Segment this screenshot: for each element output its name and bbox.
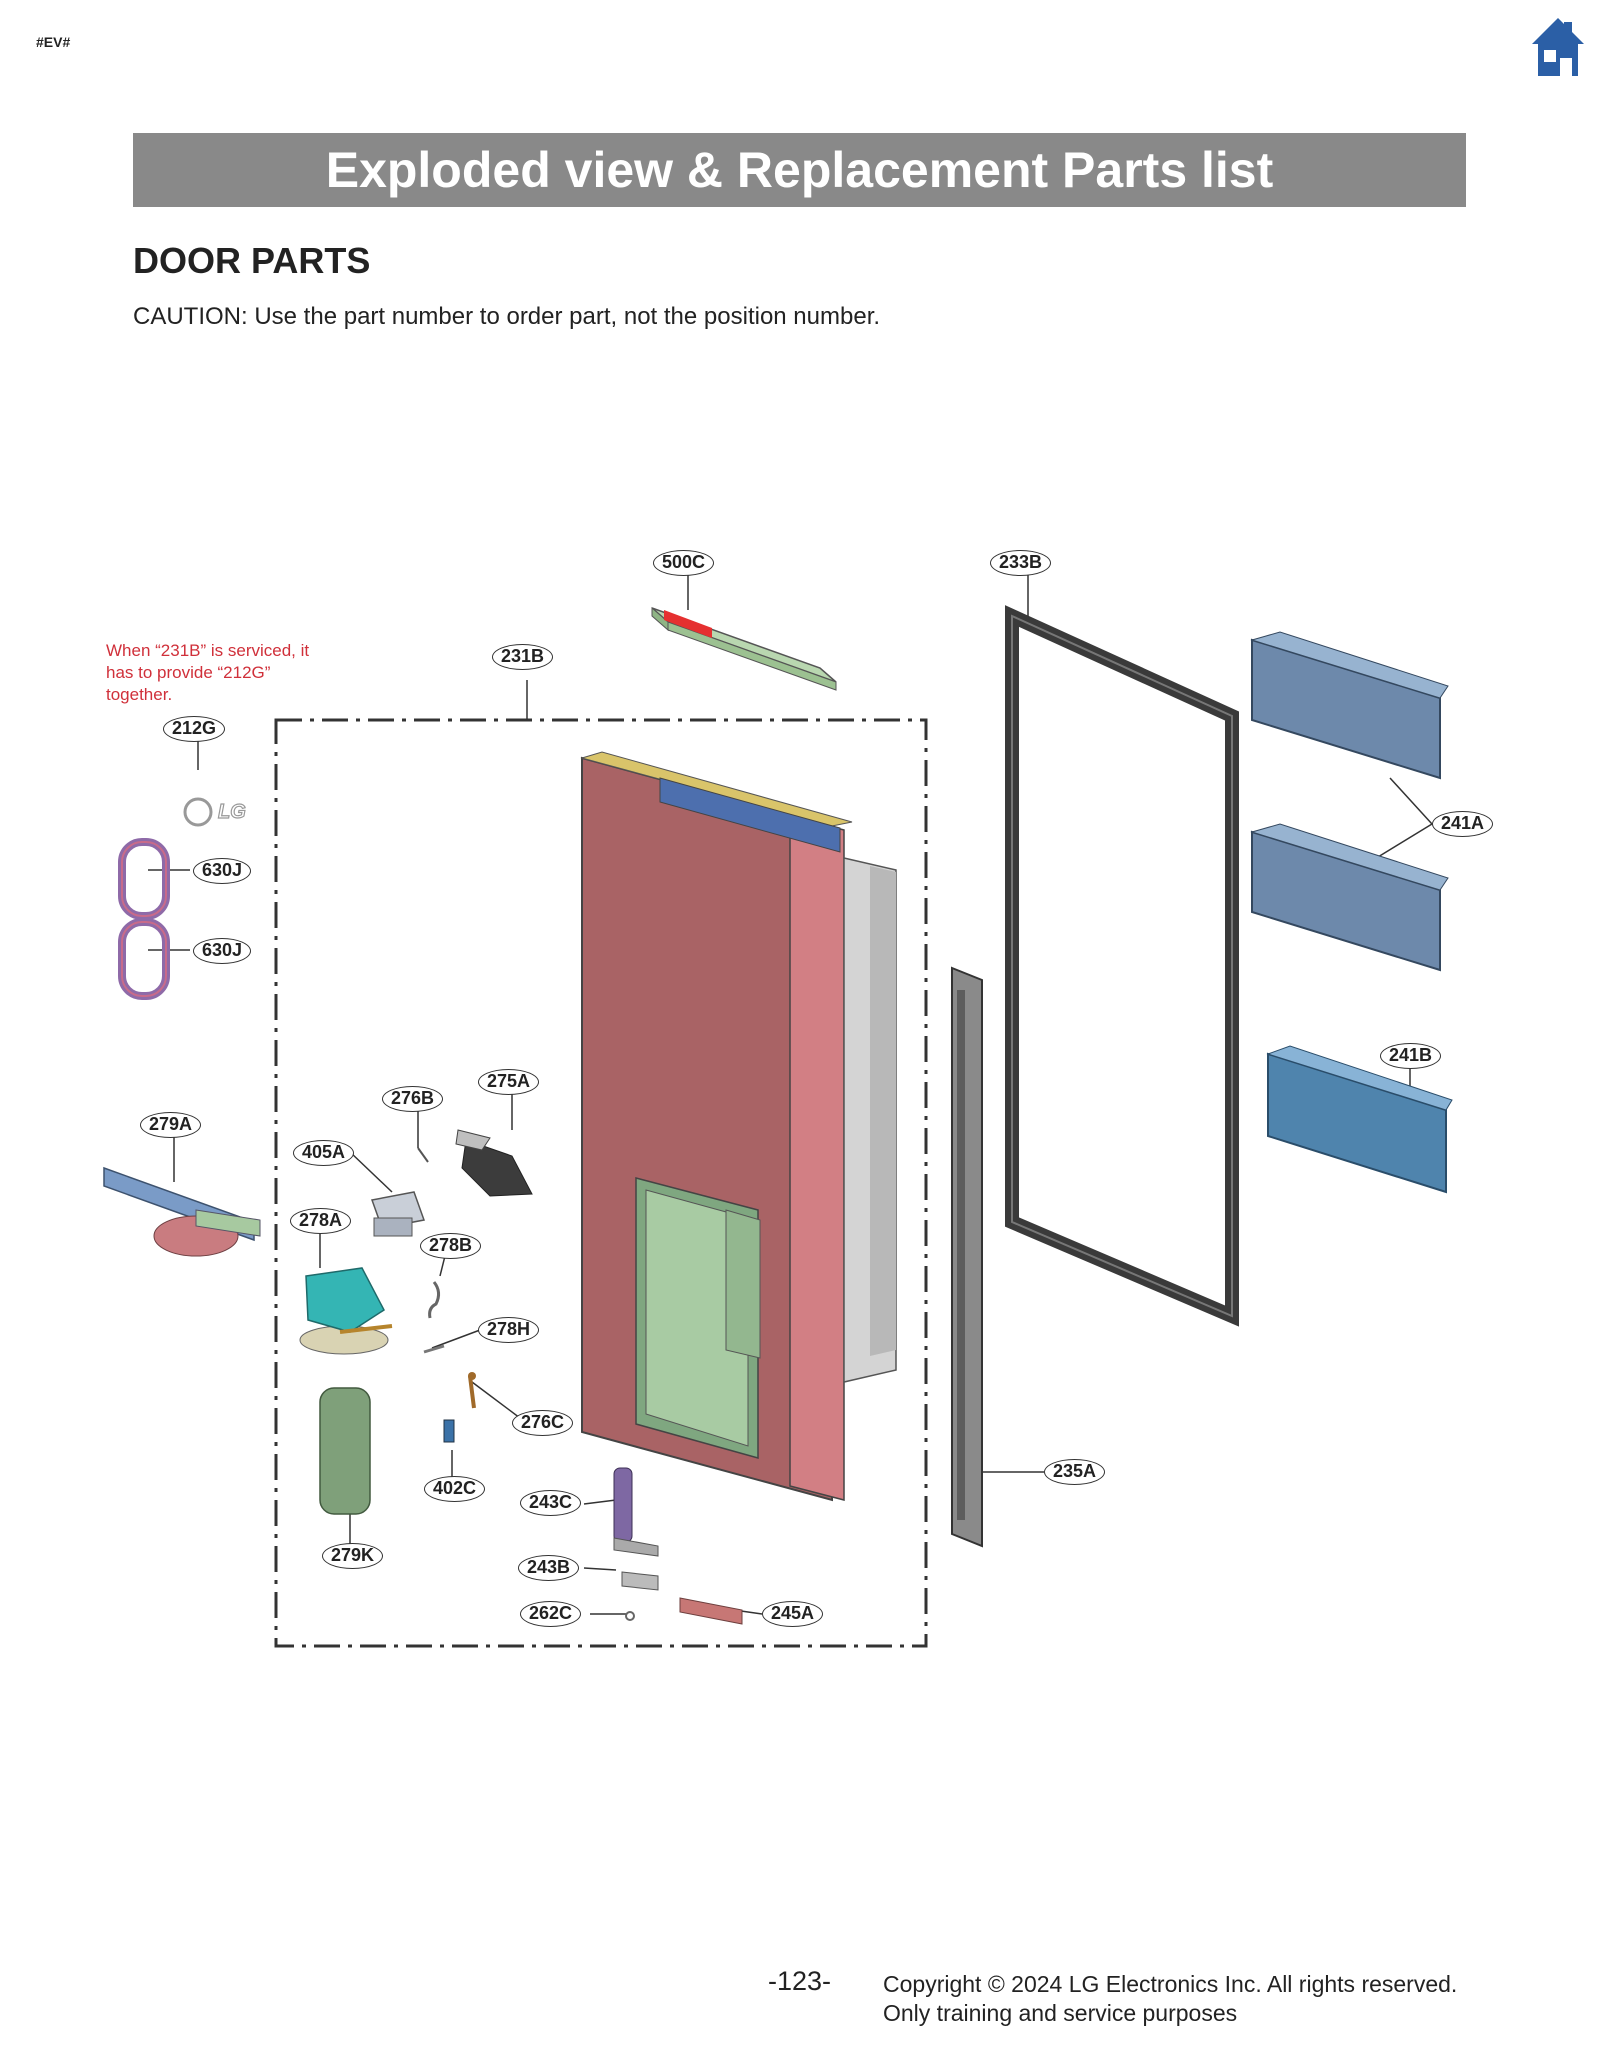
service-note: When “231B” is serviced, it has to provi… — [106, 641, 310, 704]
page-number: -123- — [768, 1966, 832, 1996]
exploded-view-diagram: LG — [103, 564, 1453, 1648]
callout-630J-upper: 630J — [193, 858, 252, 884]
callout-279K: 279K — [322, 1543, 384, 1569]
assembly-boundary — [274, 718, 928, 1648]
callout-275A: 275A — [478, 1069, 540, 1095]
copyright-line: Copyright © 2024 LG Electronics Inc. All… — [883, 1971, 1458, 1997]
document-tag: #EV# — [36, 34, 71, 50]
caution-text: CAUTION: Use the part number to order pa… — [133, 303, 881, 330]
page-banner-title: Exploded view & Replacement Parts list — [133, 133, 1466, 207]
svg-text:LG: LG — [218, 801, 246, 823]
usage-line: Only training and service purposes — [883, 2000, 1238, 2026]
lg-logo-badge: LG — [183, 797, 246, 827]
callout-279A: 279A — [140, 1112, 202, 1138]
callout-276C: 276C — [512, 1410, 574, 1436]
callout-278H: 278H — [478, 1317, 540, 1343]
copyright-footer: Copyright © 2024 LG Electronics Inc. All… — [883, 1970, 1457, 2028]
callout-243B: 243B — [518, 1555, 580, 1581]
callout-233B: 233B — [990, 550, 1052, 576]
callout-243C: 243C — [520, 1490, 582, 1516]
home-icon[interactable] — [1530, 16, 1586, 80]
callout-241A: 241A — [1432, 811, 1494, 837]
callout-405A: 405A — [293, 1140, 355, 1166]
callout-235A: 235A — [1044, 1459, 1106, 1485]
callout-278B: 278B — [420, 1233, 482, 1259]
callout-630J-lower: 630J — [193, 938, 252, 964]
callout-500C: 500C — [653, 550, 715, 576]
callout-262C: 262C — [520, 1601, 582, 1627]
callout-276B: 276B — [382, 1086, 444, 1112]
callout-278A: 278A — [290, 1208, 352, 1234]
callout-241B: 241B — [1380, 1043, 1442, 1069]
callout-245A: 245A — [762, 1601, 824, 1627]
callout-402C: 402C — [424, 1476, 486, 1502]
callout-212G: 212G — [163, 716, 226, 742]
callout-231B: 231B — [492, 644, 554, 670]
section-title: DOOR PARTS — [133, 240, 371, 281]
